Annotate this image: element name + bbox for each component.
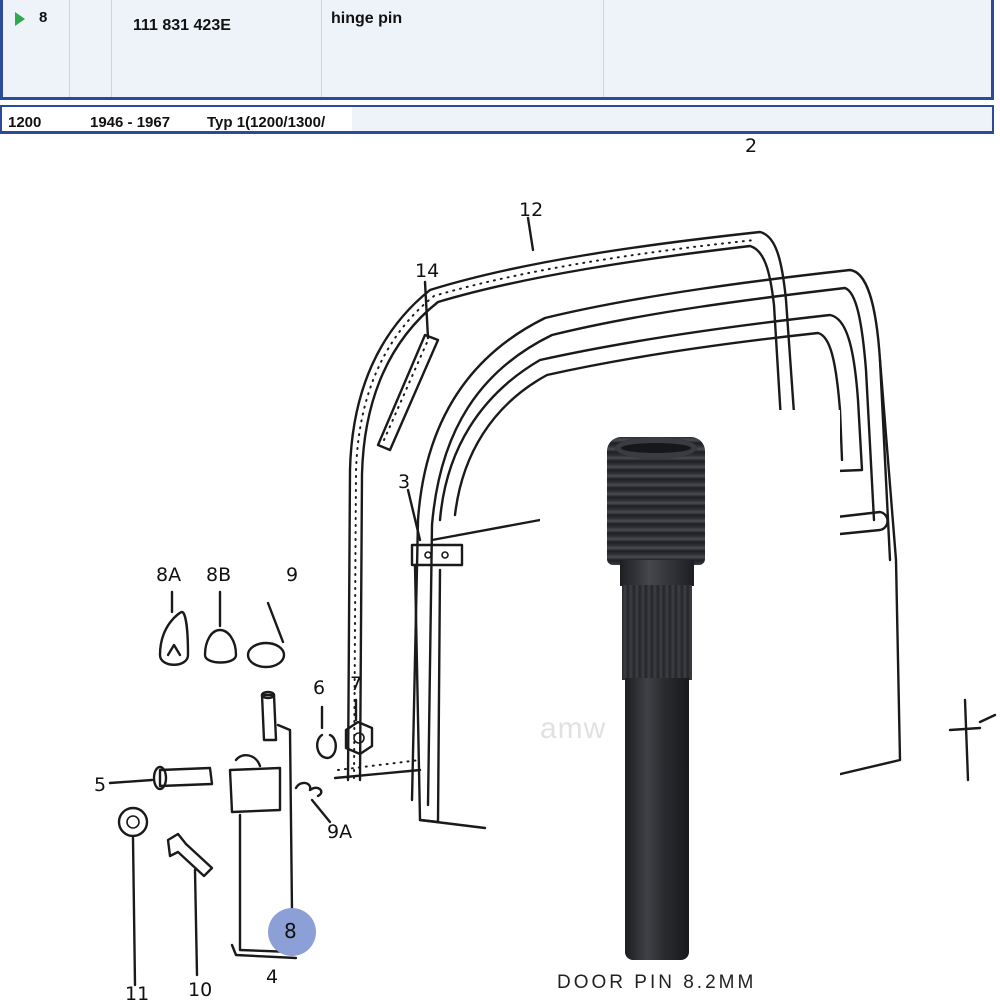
cell-description: hinge pin bbox=[321, 0, 604, 97]
door-frame bbox=[410, 268, 892, 802]
diagram-line bbox=[310, 798, 332, 824]
pin-socket-top bbox=[615, 437, 697, 459]
diagram-line bbox=[238, 813, 294, 954]
pin-neck bbox=[620, 560, 694, 586]
pin-spline bbox=[622, 585, 692, 680]
photo-watermark: amw bbox=[540, 712, 607, 745]
nut-11 bbox=[117, 806, 149, 838]
diagram-line bbox=[276, 723, 294, 914]
diagram-line bbox=[813, 358, 902, 782]
diagram-line bbox=[430, 518, 542, 542]
pin-8 bbox=[260, 693, 278, 742]
model-row[interactable]: 1200 1946 - 1967 Typ 1(1200/1300/ bbox=[0, 105, 994, 134]
cap-8a bbox=[158, 610, 190, 666]
label-9: 9 bbox=[286, 564, 298, 586]
label-7: 7 bbox=[350, 673, 362, 695]
clip-9a bbox=[294, 781, 323, 798]
diagram-line bbox=[333, 768, 422, 780]
label-8: 8 bbox=[284, 919, 297, 943]
diagram-line bbox=[526, 216, 535, 252]
diagram-line bbox=[353, 239, 756, 779]
pin-shaft bbox=[625, 678, 689, 960]
washer-6 bbox=[316, 733, 337, 760]
label-2: 2 bbox=[745, 135, 757, 157]
model-type: Typ 1(1200/1300/ bbox=[207, 114, 326, 131]
model-years: 1946 - 1967 bbox=[90, 114, 171, 131]
diagram-line bbox=[948, 726, 982, 732]
diagram-line bbox=[152, 765, 168, 791]
label-8b: 8B bbox=[206, 564, 231, 586]
diagram-line bbox=[441, 551, 449, 559]
diagram-line bbox=[126, 815, 140, 829]
part-description: hinge pin bbox=[331, 10, 403, 27]
label-14: 14 bbox=[415, 260, 439, 282]
diagram-line bbox=[453, 331, 844, 517]
part-number: 111 831 423E bbox=[133, 17, 231, 34]
cell-position: 8 bbox=[3, 0, 70, 97]
screw-5 bbox=[158, 766, 214, 788]
label-11: 11 bbox=[125, 983, 149, 1000]
cell-blank bbox=[69, 0, 112, 97]
part-row[interactable]: 8 111 831 423E hinge pin bbox=[0, 0, 994, 100]
diagram-line bbox=[266, 601, 285, 644]
weatherstrip-outer bbox=[346, 230, 800, 782]
label-10: 10 bbox=[188, 979, 212, 1000]
diagram-line bbox=[423, 280, 430, 340]
photo-caption: DOOR PIN 8.2MM bbox=[557, 972, 757, 993]
diagram-line bbox=[383, 339, 429, 441]
diagram-line bbox=[230, 943, 298, 960]
diagram-line bbox=[963, 698, 970, 782]
diagram-line bbox=[193, 868, 199, 977]
label-4: 4 bbox=[266, 966, 278, 988]
label-6: 6 bbox=[313, 677, 325, 699]
diagram-line bbox=[234, 754, 262, 768]
hinge-plate bbox=[410, 543, 464, 567]
model-row-fade bbox=[352, 107, 992, 131]
diagram-line bbox=[406, 488, 422, 542]
trim-strip bbox=[376, 333, 440, 452]
diagram-line bbox=[353, 732, 365, 744]
highlight-marker-8[interactable] bbox=[268, 908, 316, 956]
row-pointer-icon bbox=[15, 12, 25, 26]
hinge-body bbox=[228, 766, 282, 814]
cap-8b bbox=[203, 628, 238, 664]
label-9a: 9A bbox=[327, 821, 352, 843]
diagram-line bbox=[358, 244, 786, 782]
cell-part-number: 111 831 423E bbox=[111, 0, 322, 97]
plug-9 bbox=[246, 641, 286, 669]
row-position: 8 bbox=[39, 9, 48, 26]
diagram-line bbox=[260, 690, 276, 700]
diagram-line bbox=[424, 551, 432, 559]
diagram-line bbox=[337, 759, 421, 771]
diagram-line bbox=[166, 643, 182, 657]
label-5: 5 bbox=[94, 774, 106, 796]
diagram-line bbox=[978, 713, 997, 724]
diagram-line bbox=[131, 836, 137, 987]
diagram-line bbox=[426, 286, 876, 807]
label-3: 3 bbox=[398, 471, 410, 493]
diagram-line bbox=[108, 778, 154, 785]
model-number: 1200 bbox=[8, 114, 42, 131]
label-8a: 8A bbox=[156, 564, 181, 586]
diagram-line bbox=[413, 563, 442, 824]
bolt-10 bbox=[166, 832, 214, 878]
label-12: 12 bbox=[519, 199, 543, 221]
diagram-line bbox=[438, 313, 864, 522]
nut-7 bbox=[344, 720, 374, 756]
